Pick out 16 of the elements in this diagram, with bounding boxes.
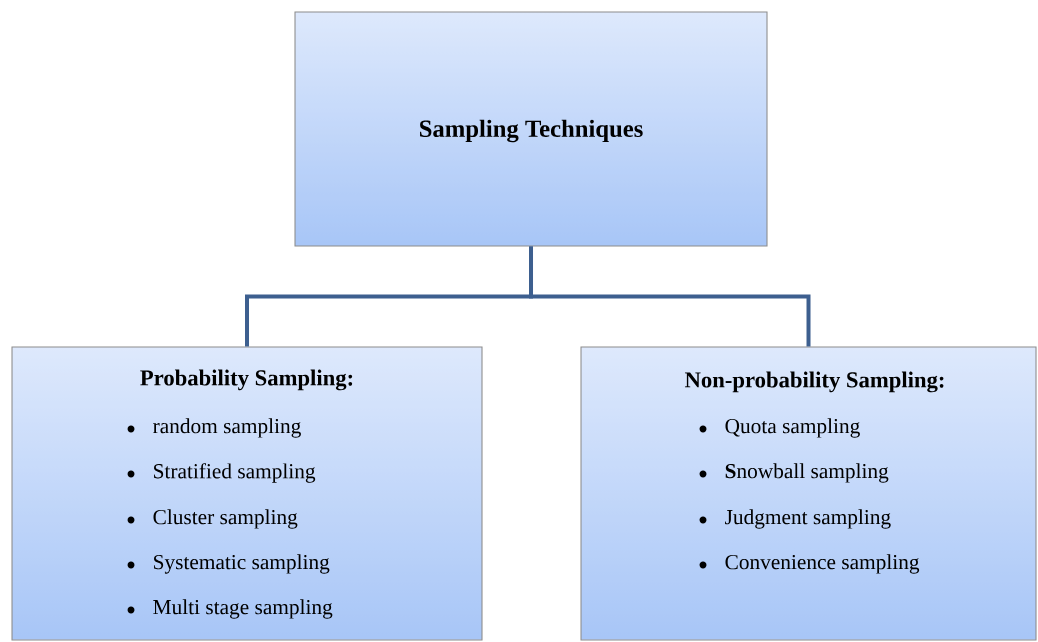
list-item: Multi stage sampling <box>153 599 333 619</box>
connector-line <box>529 246 811 347</box>
list-item: Stratified sampling <box>154 463 316 483</box>
list-item: Systematic sampling <box>154 554 330 574</box>
list-item: Quota sampling <box>725 418 860 438</box>
heading: Sampling Techniques <box>420 119 643 143</box>
list-item: Cluster sampling <box>153 509 298 529</box>
list-item: Judgment sampling <box>725 509 891 529</box>
category-box <box>11 346 483 641</box>
category-box <box>580 346 1037 641</box>
list-item: Snowball sampling <box>725 463 889 483</box>
category-box <box>294 11 768 247</box>
heading: Non-probability Sampling: <box>684 371 944 393</box>
heading: Probability Sampling: <box>140 369 353 391</box>
list-item: random sampling <box>153 418 301 438</box>
list-item: Convenience sampling <box>725 554 920 574</box>
